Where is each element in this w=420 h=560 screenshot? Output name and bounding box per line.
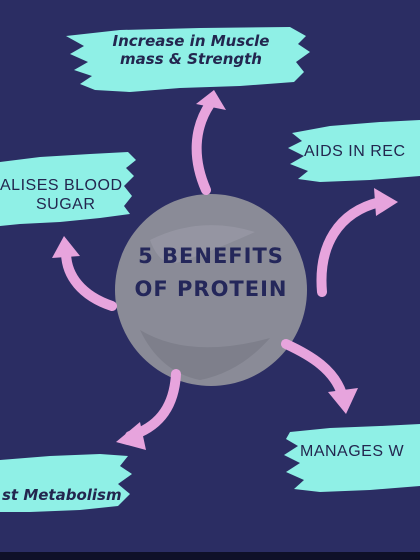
circle-texture-2 <box>140 330 270 380</box>
arrow-to-top <box>191 99 215 195</box>
brush-stroke-left <box>0 152 136 226</box>
brush-stroke-right-top <box>288 120 420 182</box>
brush-stroke-top <box>66 27 310 92</box>
center-title: 5 BENEFITS OF PROTEIN <box>116 240 306 305</box>
arrow-head-right-bottom <box>328 388 358 414</box>
arrow-to-right-top <box>316 197 385 297</box>
center-title-line1: 5 BENEFITS <box>138 244 284 268</box>
arrow-to-right-bottom <box>281 339 347 399</box>
benefit-recovery: AIDS IN REC <box>304 142 406 161</box>
benefit-metabolism: st Metabolism <box>2 486 122 504</box>
benefit-weight-line1: MANAGES W <box>300 443 405 460</box>
benefit-blood-sugar-line2: SUGAR <box>36 196 96 214</box>
benefit-metabolism-line1: st Metabolism <box>2 486 122 504</box>
brush-stroke-right-bottom <box>284 424 420 492</box>
circle-texture <box>150 225 255 264</box>
arrow-head-left-bottom <box>116 422 146 450</box>
benefit-muscle-line2: mass & Strength <box>120 50 262 68</box>
arrow-head-top <box>196 90 226 110</box>
benefit-weight: MANAGES W <box>300 442 404 461</box>
benefit-blood-sugar: ALISES BLOOD SUGAR <box>0 176 123 214</box>
benefit-muscle-line1: Increase in Muscle <box>112 32 270 50</box>
arrow-to-left <box>61 247 117 311</box>
arrow-head-right-top <box>374 188 398 216</box>
center-title-line2: OF PROTEIN <box>134 276 288 301</box>
benefit-blood-sugar-line1: ALISES BLOOD <box>0 177 123 194</box>
brush-stroke-left-bottom <box>0 454 132 512</box>
bottom-bar <box>0 552 420 560</box>
benefit-muscle: Increase in Muscle mass & Strength <box>96 32 286 68</box>
arrow-head-left <box>52 236 80 258</box>
benefit-recovery-line1: AIDS IN REC <box>304 143 406 160</box>
